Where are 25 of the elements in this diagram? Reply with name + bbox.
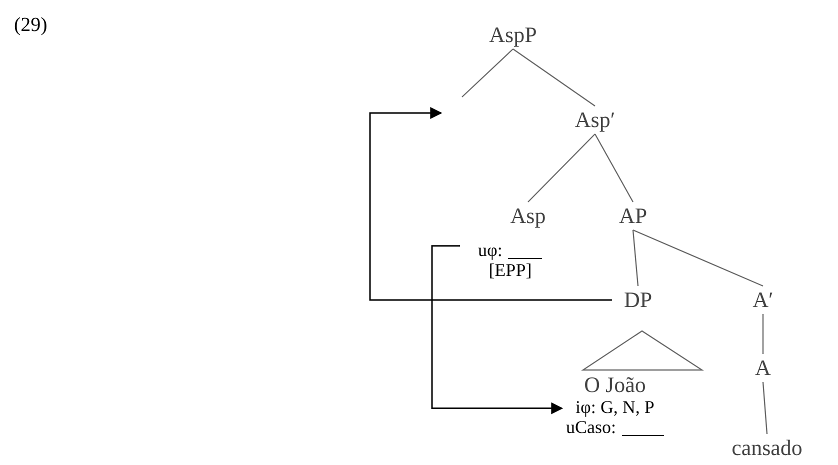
feature-text: uφ: [478,241,502,261]
tree-branch [762,314,764,354]
tree-node-label: AP [618,205,648,227]
tree-branch [632,229,764,287]
feature-text: [EPP] [488,260,532,281]
tree-branch [528,134,596,202]
tree-node-label: DP [624,289,652,311]
tree-node-label: AspP [489,24,537,46]
arrow [369,107,612,301]
tree-node-label: cansado [732,437,802,459]
arrow [431,245,564,414]
tree-branch [632,230,639,286]
example-number: (29) [14,14,48,37]
triangle-branch [581,330,704,371]
tree-node-label: A [755,357,771,379]
tree-branch [462,48,514,98]
feature-text: iφ: G, N, P [576,398,654,418]
tree-node-label: Asp [510,205,546,227]
tree-node-label: A′ [752,289,774,311]
tree-branch [762,382,768,434]
feature-text: uCaso: [566,418,616,438]
tree-node-label: O João [584,372,646,398]
tree-node-label: Asp′ [574,109,616,131]
tree-branch [594,134,634,202]
tree-branch [512,48,596,106]
